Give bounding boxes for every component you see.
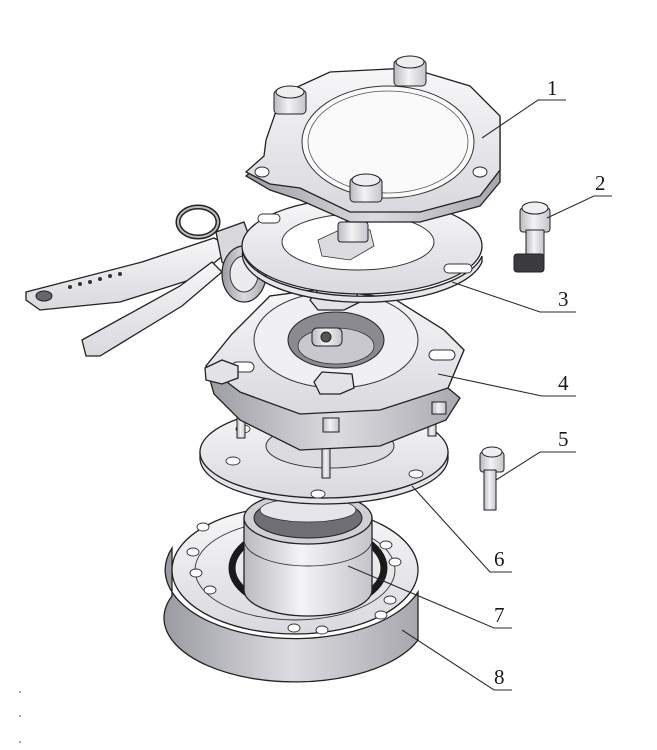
margin-specks xyxy=(19,691,21,743)
leader-lines xyxy=(347,99,612,691)
flange-bolt-holes xyxy=(186,522,402,635)
part-1-top-cover xyxy=(244,55,501,223)
lever-handle xyxy=(25,204,267,357)
part-7-sleeve xyxy=(243,491,373,617)
callout-6: 6 xyxy=(494,547,505,571)
callout-4: 4 xyxy=(558,371,569,395)
callout-3: 3 xyxy=(558,287,569,311)
callout-2: 2 xyxy=(595,171,606,195)
callout-7: 7 xyxy=(494,603,505,627)
part-5-bolt xyxy=(479,446,505,511)
callout-8: 8 xyxy=(494,665,505,689)
callout-1: 1 xyxy=(547,76,558,100)
callout-5: 5 xyxy=(558,427,569,451)
part-2-bolt xyxy=(513,201,551,273)
callout-labels: 1 2 3 4 5 6 7 8 xyxy=(494,76,606,689)
part-4-clamp-body xyxy=(204,287,465,451)
